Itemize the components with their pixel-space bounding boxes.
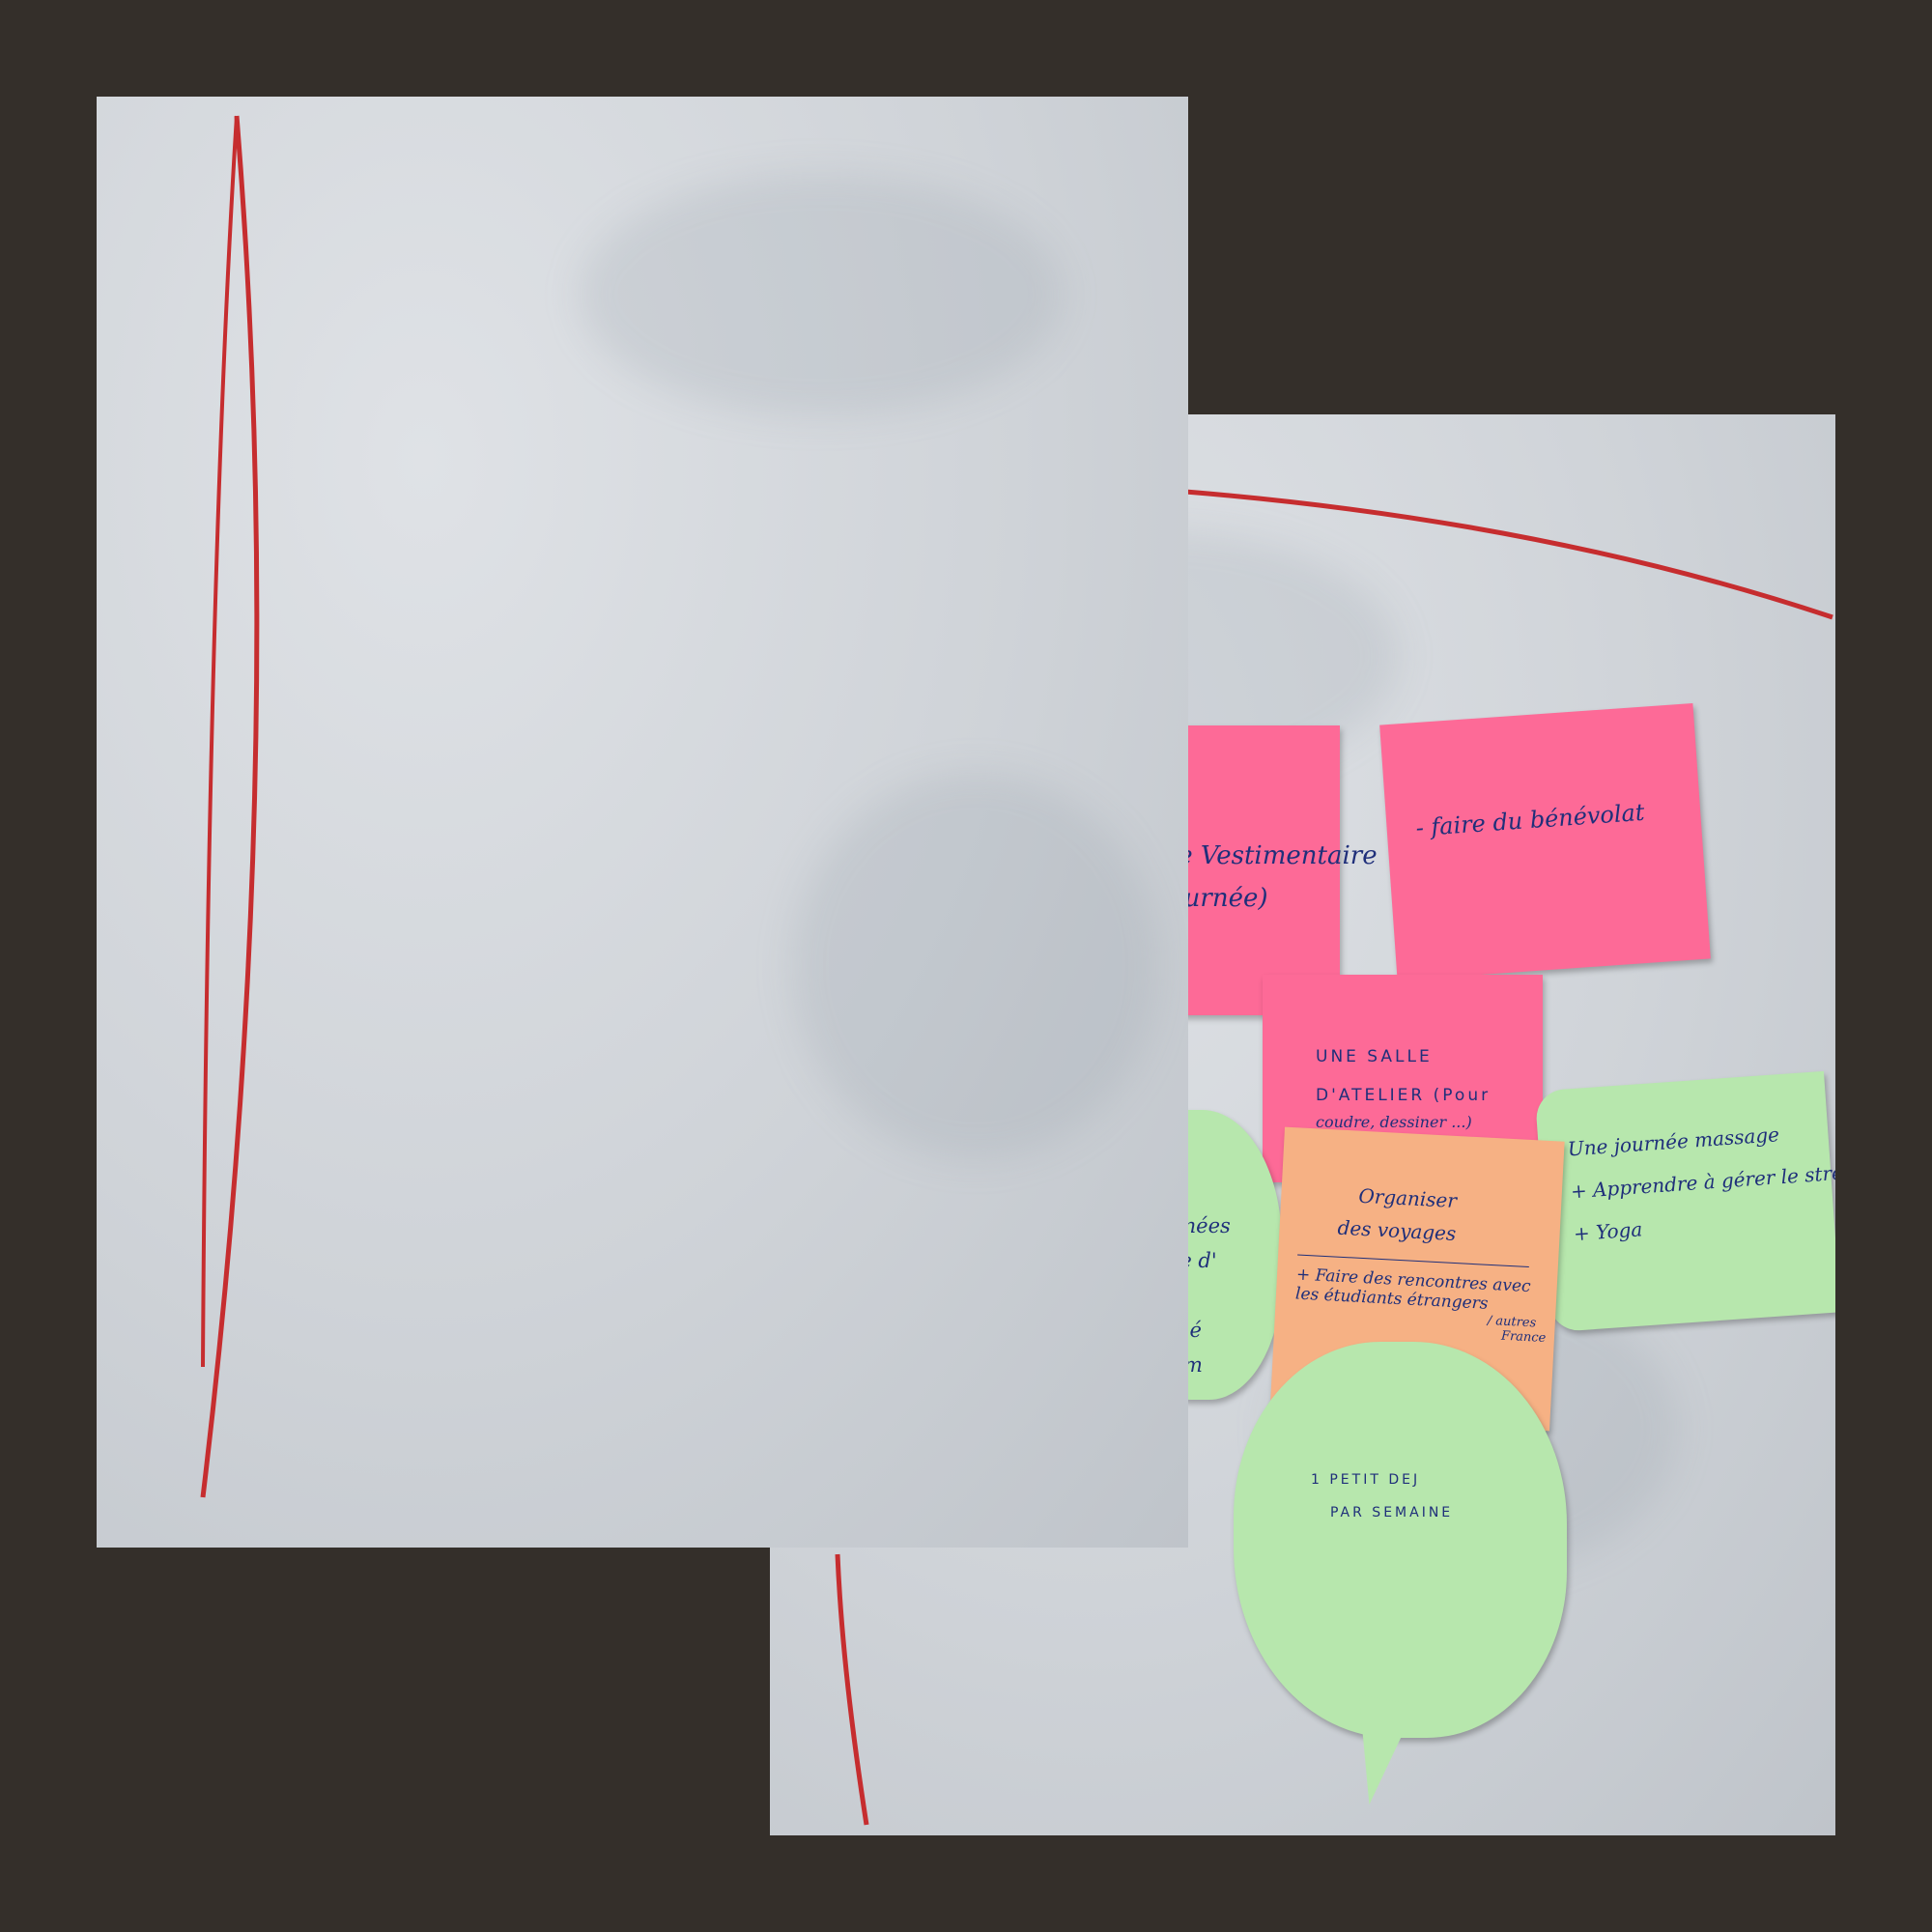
- note-text: coudre, dessiner ...): [1316, 1113, 1472, 1131]
- note-text: UNE SALLE: [1316, 1047, 1433, 1066]
- note-text: D'ATELIER (Pour: [1316, 1086, 1492, 1105]
- board-smudge: [792, 773, 1159, 1159]
- note-text: Organiser: [1357, 1183, 1458, 1213]
- note-text: des voyages: [1297, 1213, 1532, 1268]
- note-massage: Une journée massage + Apprendre à gérer …: [1534, 1070, 1835, 1333]
- note-text: PAR SEMAINE: [1330, 1505, 1454, 1520]
- note-petit-dej: 1 PETIT DEJ PAR SEMAINE: [1234, 1342, 1567, 1738]
- note-benevolat: - faire du bénévolat: [1379, 702, 1711, 981]
- red-marker-lines: [200, 115, 260, 1498]
- whiteboard-photo-left: [97, 97, 1188, 1548]
- note-text: 1 PETIT DEJ: [1311, 1472, 1421, 1488]
- red-marker-lines: [835, 489, 1833, 1826]
- note-text: - faire du bénévolat: [1414, 798, 1646, 842]
- board-smudge: [580, 174, 1063, 415]
